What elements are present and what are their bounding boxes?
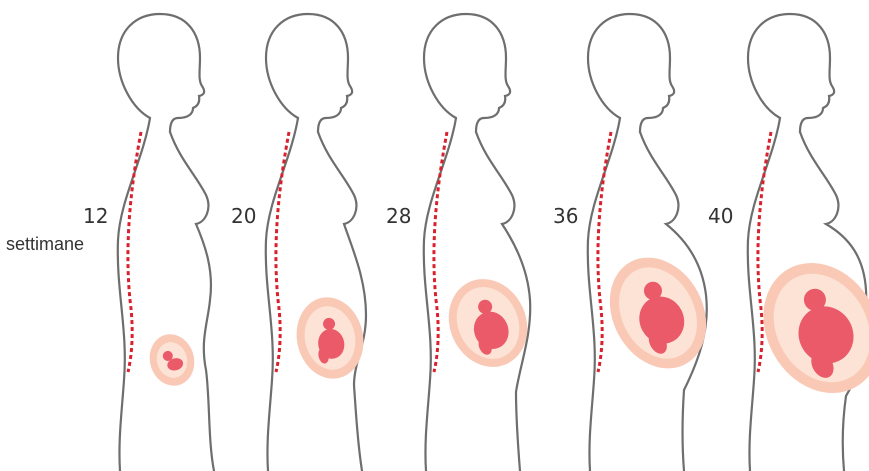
- spine-line: [434, 132, 447, 372]
- figure-week-12: 12 settimane: [6, 14, 214, 471]
- week-label-20: 20: [231, 204, 256, 228]
- spine-line: [128, 132, 141, 372]
- uterus: [289, 291, 371, 385]
- week-label-12: 12: [83, 204, 108, 228]
- uterus: [740, 242, 869, 415]
- week-unit-label: settimane: [6, 234, 84, 254]
- body-outline: [588, 14, 707, 471]
- uterus: [591, 241, 725, 386]
- uterus: [144, 329, 200, 391]
- body-outline: [266, 14, 366, 471]
- week-label-28: 28: [386, 204, 411, 228]
- figure-week-28: 28: [386, 14, 541, 471]
- body-outline: [424, 14, 530, 471]
- body-outline: [748, 14, 867, 471]
- spine-line: [598, 132, 611, 372]
- week-label-40: 40: [708, 204, 733, 228]
- body-outline: [118, 14, 214, 471]
- figure-week-40: 40: [708, 14, 869, 471]
- figure-week-20: 20: [231, 14, 371, 471]
- spine-line: [276, 132, 289, 372]
- figure-week-36: 36: [553, 14, 725, 471]
- uterus: [435, 266, 541, 379]
- week-label-36: 36: [553, 204, 578, 228]
